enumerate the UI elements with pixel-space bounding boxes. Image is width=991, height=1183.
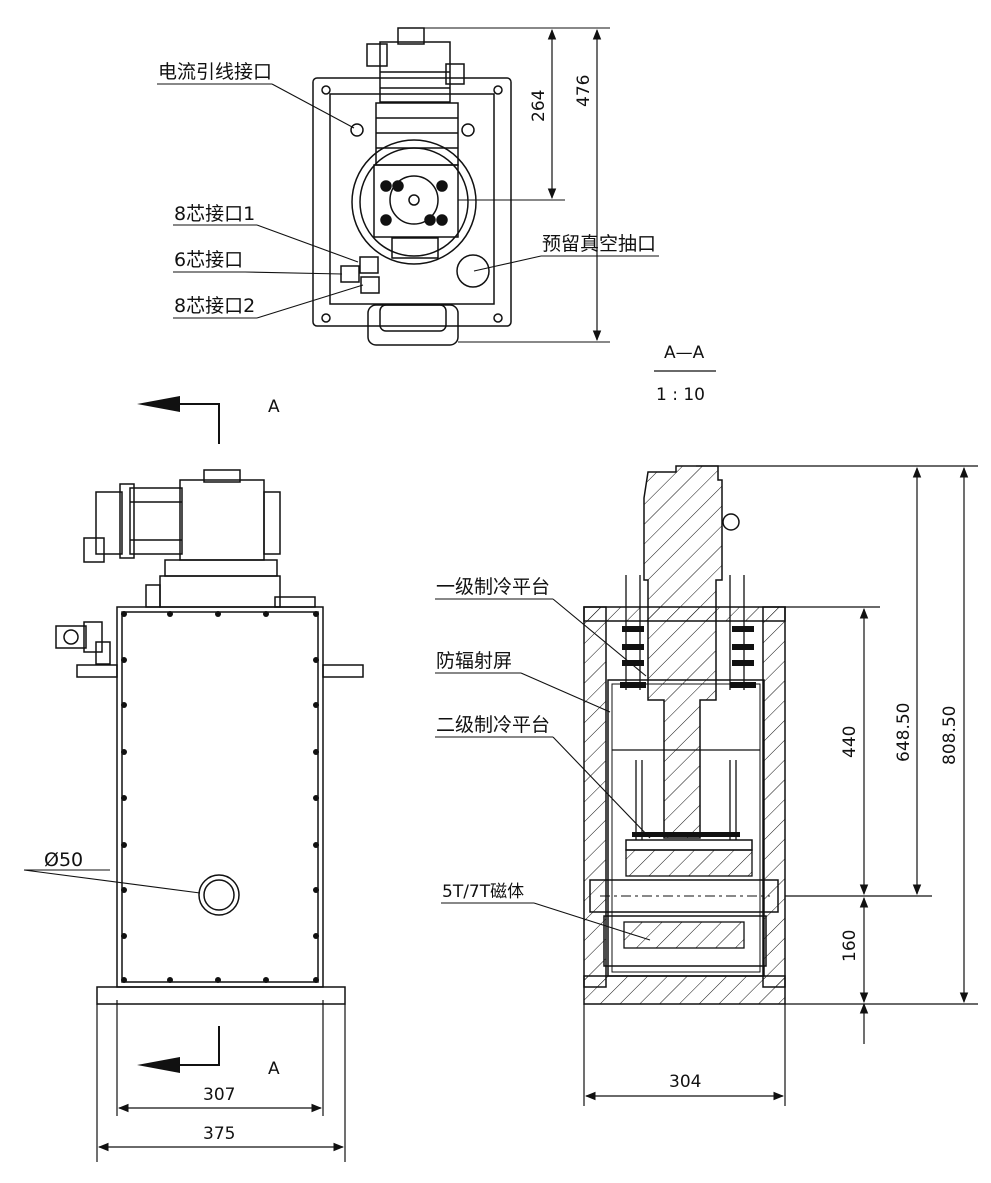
section-title: A—A bbox=[664, 343, 705, 363]
top-view bbox=[312, 27, 512, 346]
section-dimension-lines bbox=[583, 465, 978, 1106]
diameter-leader bbox=[23, 869, 201, 894]
label-vacuum-port: 预留真空抽口 bbox=[542, 233, 656, 255]
dim-648-50: 648.50 bbox=[894, 703, 914, 762]
dim-375: 375 bbox=[203, 1124, 235, 1144]
dim-476: 476 bbox=[574, 75, 594, 107]
label-diameter: Ø50 bbox=[44, 849, 83, 871]
label-8pin-port-2: 8芯接口2 bbox=[174, 295, 255, 317]
view-letter-bottom: A bbox=[268, 1059, 280, 1079]
label-current-lead-port: 电流引线接口 bbox=[158, 61, 272, 83]
label-6pin-port: 6芯接口 bbox=[174, 249, 243, 271]
dim-304: 304 bbox=[669, 1072, 701, 1092]
view-letter-top: A bbox=[268, 397, 280, 417]
top-dimension-lines bbox=[547, 28, 602, 342]
section-view bbox=[583, 465, 786, 1005]
label-radiation-shield: 防辐射屏 bbox=[436, 650, 512, 672]
view-arrow-bottom bbox=[137, 1026, 220, 1073]
top-view-leaders bbox=[157, 27, 659, 343]
dim-307: 307 bbox=[203, 1085, 235, 1105]
section-leaders bbox=[435, 598, 651, 941]
label-stage1: 一级制冷平台 bbox=[436, 576, 550, 598]
dim-440: 440 bbox=[840, 726, 860, 758]
current-lead-port-hole bbox=[350, 123, 364, 137]
dim-264: 264 bbox=[529, 90, 549, 122]
view-arrow-top bbox=[137, 396, 220, 444]
label-stage2: 二级制冷平台 bbox=[436, 714, 550, 736]
front-dimension-lines bbox=[96, 1000, 346, 1162]
front-bolts bbox=[121, 611, 319, 983]
dim-160: 160 bbox=[840, 930, 860, 962]
front-view bbox=[55, 469, 364, 1005]
diameter-50-port bbox=[198, 874, 240, 916]
dim-808-50: 808.50 bbox=[940, 706, 960, 765]
section-scale: 1 : 10 bbox=[656, 385, 705, 405]
label-magnet: 5T/7T磁体 bbox=[442, 882, 524, 902]
label-8pin-port-1: 8芯接口1 bbox=[174, 203, 255, 225]
